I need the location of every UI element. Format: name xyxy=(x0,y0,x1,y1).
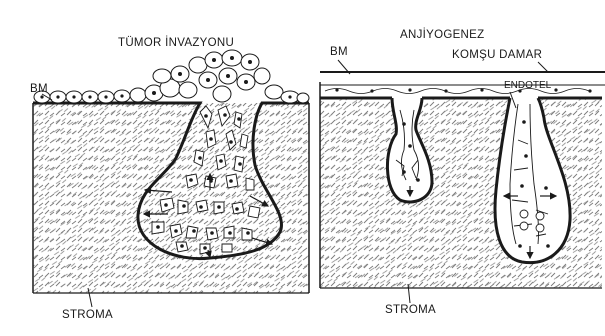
left-stroma-label: STROMA xyxy=(62,309,113,321)
left-panel-title: TÜMOR İNVAZYONU xyxy=(118,36,234,49)
left-panel: TÜMOR İNVAZYONU BM STROMA xyxy=(30,36,309,321)
right-bm-label: BM xyxy=(330,46,348,58)
right-panel: ANJİYOGENEZ KOMŞU DAMAR BM ENDOTEL STROM… xyxy=(320,28,605,316)
subtitle-pointer xyxy=(538,62,548,72)
left-bm-label: BM xyxy=(30,83,48,95)
endotel-label: ENDOTEL xyxy=(504,80,552,91)
right-panel-subtitle: KOMŞU DAMAR xyxy=(452,49,542,61)
right-panel-title: ANJİYOGENEZ xyxy=(400,28,484,41)
right-stroma-label: STROMA xyxy=(385,304,436,316)
left-epithelial-layer xyxy=(34,50,309,103)
